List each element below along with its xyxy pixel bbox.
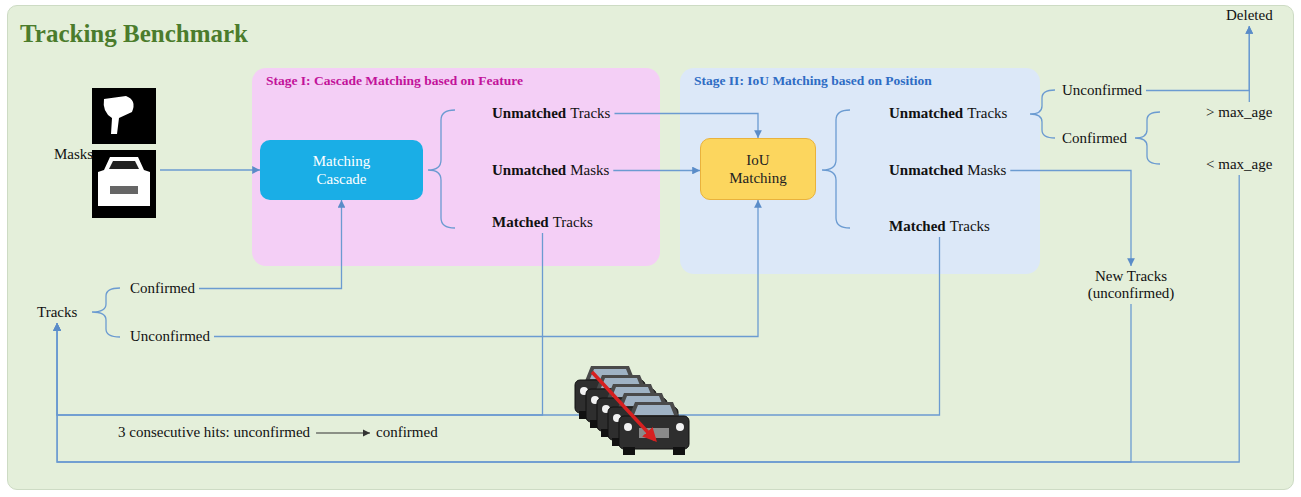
stage-region: Stage II: IoU Matching based on Position…: [680, 68, 1040, 274]
transition-arrow: [316, 432, 370, 433]
output-item: UnmatchedMasks: [885, 160, 1010, 181]
age-condition: > max_age: [1202, 102, 1276, 123]
node-text: Masks: [570, 162, 609, 178]
mask-thumbnail: [92, 150, 156, 218]
mask-window: [109, 161, 139, 169]
node-text: < max_age: [1206, 156, 1272, 172]
node-text: Tracks: [553, 214, 593, 230]
flow-connector: [199, 200, 342, 289]
brace: [428, 110, 455, 228]
track-pool: Tracks: [33, 302, 81, 323]
node-text: Tracks: [570, 105, 610, 121]
node-text: Confirmed: [1062, 130, 1127, 146]
output-item: UnmatchedTracks: [885, 103, 1011, 124]
flow-connector: [57, 233, 542, 415]
stage-title: Stage II: IoU Matching based on Position: [680, 68, 1040, 94]
diagram-title: Tracking Benchmark: [20, 20, 248, 48]
flow-connector: [160, 169, 260, 170]
flow-connector: [1146, 26, 1249, 91]
mask-grille: [110, 186, 138, 194]
flow-connector: [57, 175, 1239, 462]
track-state: Confirmed: [126, 278, 199, 299]
mask-shape: [98, 157, 150, 206]
brace: [1030, 90, 1055, 138]
flow-connector: [57, 304, 1131, 462]
node-text: Unmatched: [889, 105, 963, 121]
node-text: Matching Cascade: [302, 152, 382, 188]
flow-connector: [57, 237, 939, 415]
node-text: Unconfirmed: [1062, 82, 1142, 98]
node-text: Confirmed: [130, 280, 195, 296]
transition-note: 3 consecutive hits: unconfirmed: [118, 424, 310, 441]
node-text: Unmatched: [492, 105, 566, 121]
output-item: UnmatchedMasks: [488, 160, 613, 181]
node-text: Tracks: [950, 218, 990, 234]
track-state: Unconfirmed: [126, 326, 214, 347]
brace: [822, 110, 850, 228]
output-item: MatchedTracks: [885, 216, 994, 237]
mask-thumbnail: [92, 88, 156, 144]
process-box: Matching Cascade: [260, 140, 423, 200]
node-text: Unmatched: [492, 162, 566, 178]
node-text: Tracks: [967, 105, 1007, 121]
transition-target: confirmed: [376, 424, 438, 441]
outcome-state: Deleted: [1222, 5, 1277, 26]
flow-connector: [1010, 171, 1131, 267]
node-text: > max_age: [1206, 104, 1272, 120]
flow-connector: [214, 200, 758, 337]
motion-arrow: [592, 372, 655, 440]
node-text: Masks: [967, 162, 1006, 178]
node-text: Unconfirmed: [130, 328, 210, 344]
mask-shape: [104, 96, 134, 134]
node-text: Masks: [54, 146, 93, 163]
stage-region-fill: [680, 68, 1040, 274]
node-text: Unmatched: [889, 162, 963, 178]
track-state: Unconfirmed: [1058, 80, 1146, 101]
new-tracks: New Tracks (unconfirmed): [1075, 266, 1187, 304]
output-item: MatchedTracks: [488, 212, 597, 233]
brace: [92, 288, 120, 337]
process-box: IoU Matching: [700, 138, 816, 200]
stage-region: Stage I: Cascade Matching based on Featu…: [252, 68, 660, 266]
stage-title: Stage I: Cascade Matching based on Featu…: [252, 68, 660, 94]
node-text: Matched: [889, 218, 946, 234]
track-state: Confirmed: [1058, 128, 1131, 149]
output-item: UnmatchedTracks: [488, 103, 614, 124]
brace: [1135, 112, 1160, 164]
node-text: New Tracks (unconfirmed): [1088, 268, 1175, 301]
flow-connector: [615, 114, 759, 139]
flow-connector: [1249, 26, 1250, 102]
input-masks: Masks: [50, 86, 160, 222]
node-text: Deleted: [1226, 7, 1273, 23]
age-condition: < max_age: [1202, 154, 1276, 175]
node-text: IoU Matching: [723, 151, 793, 187]
node-text: Tracks: [37, 304, 77, 320]
node-text: Matched: [492, 214, 549, 230]
stage-region-fill: [252, 68, 660, 266]
flow-connector: [613, 170, 700, 171]
